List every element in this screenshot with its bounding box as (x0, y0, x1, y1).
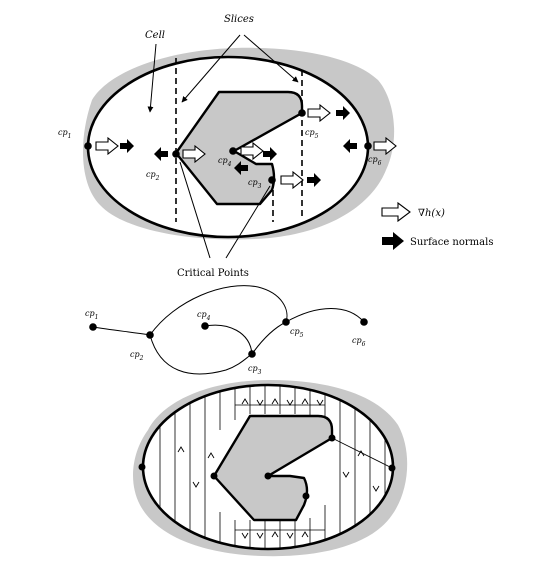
edge-cp2-cp5-upper (149, 285, 288, 336)
edge-cp4-cp3 (204, 324, 253, 355)
obstacle (174, 90, 304, 206)
cp6-label: cp6 (368, 155, 382, 167)
legend-normals-label: Surface normals (410, 237, 493, 248)
critical-points-top (84, 109, 372, 184)
cp1-label: cp1 (58, 128, 71, 140)
bottom-obstacle (212, 414, 334, 522)
bottom-critical-points (138, 434, 396, 500)
cp2-label: cp2 (146, 170, 160, 182)
graph-cp3-label: cp3 (248, 364, 262, 376)
critical-pointer-right (225, 185, 271, 259)
gradient-arrows (95, 103, 397, 190)
slices-label: Slices (224, 14, 254, 25)
graph-cp4-label: cp4 (197, 310, 211, 322)
top-figure: Cell Slices Critical Points cp1 cp2 cp3 … (58, 14, 397, 279)
slices-pointer-left (181, 34, 241, 103)
graph-nodes (89, 318, 368, 358)
connectivity-graph (92, 285, 365, 375)
edge-cp3-cp5 (251, 321, 287, 355)
edge-cp5-cp6 (285, 308, 365, 323)
graph-cp5-label: cp5 (290, 327, 304, 339)
graph-cp1-label: cp1 (85, 309, 98, 321)
sweep-direction-arrows (177, 398, 380, 539)
critical-point-labels-top: cp1 cp2 cp3 cp4 cp5 cp6 (58, 128, 382, 190)
graph-cp2-label: cp2 (130, 350, 144, 362)
cp5-label: cp5 (305, 128, 319, 140)
slices-pointer-right (243, 34, 299, 83)
edge-cp2-cp3-lower (149, 334, 253, 375)
legend-normal-arrow (382, 232, 404, 250)
legend-gradient-label: ∇h(x) (418, 208, 445, 219)
slice-lines (175, 58, 303, 222)
legend-gradient-arrow (381, 201, 411, 223)
legend: ∇h(x) Surface normals (381, 201, 493, 250)
cp3-label: cp3 (248, 178, 262, 190)
cell-pointer (147, 43, 157, 113)
graph-cp6-label: cp6 (352, 336, 366, 348)
normal-arrows (120, 106, 357, 187)
edge-cp1-cp2 (92, 326, 151, 336)
critical-points-label: Critical Points (177, 268, 249, 279)
cp4-label: cp4 (218, 156, 232, 168)
cell-label: Cell (145, 30, 165, 41)
bottom-figure (133, 380, 408, 557)
critical-pointer-left (179, 161, 211, 259)
graph-node-labels: cp1 cp2 cp3 cp4 cp5 cp6 (85, 309, 366, 376)
